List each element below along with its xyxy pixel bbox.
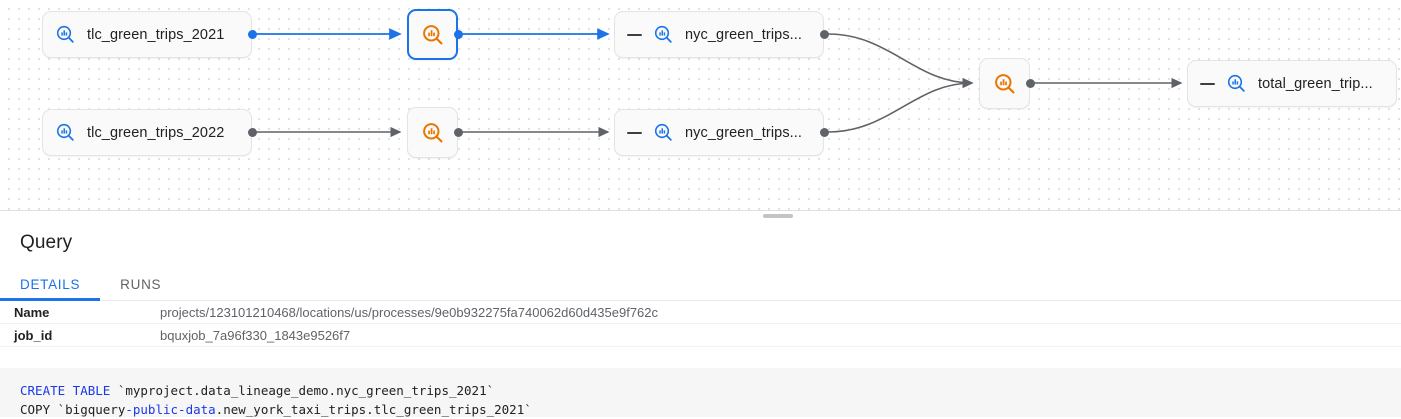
data-search-icon-blue [653,24,674,45]
lineage-node-label: nyc_green_trips... [685,124,803,141]
data-search-icon-orange [421,23,445,47]
table-row: job_id bquxjob_7a96f330_1843e9526f7 [0,324,1401,347]
node-output-port-tlc2022[interactable] [248,128,257,137]
lineage-node-tlc-green-trips-2021[interactable]: tlc_green_trips_2021 [42,11,252,58]
lineage-node-label: tlc_green_trips_2022 [87,124,225,141]
tab-details[interactable]: DETAILS [0,268,101,301]
tab-runs[interactable]: RUNS [100,268,181,300]
node-output-port-tlc2021[interactable] [248,30,257,39]
lineage-node-tlc-green-trips-2022[interactable]: tlc_green_trips_2022 [42,109,252,156]
collapse-minus-icon[interactable] [1200,82,1215,85]
sql-line-2: COPY `bigquery-public-data.new_york_taxi… [20,400,1401,419]
lineage-node-process-2[interactable] [407,107,458,158]
sql-line-1: CREATE TABLE `myproject.data_lineage_dem… [20,381,1401,400]
field-key: Name [14,304,50,320]
collapse-minus-icon[interactable] [627,131,642,134]
lineage-graph-canvas[interactable]: tlc_green_trips_2021 nyc_gr [0,0,1401,212]
node-output-port-nyc2022[interactable] [820,128,829,137]
data-search-icon-orange [993,72,1017,96]
lineage-node-total-green-trips[interactable]: total_green_trip... [1187,60,1397,107]
lineage-node-process-3[interactable] [979,58,1030,109]
table-row: Name projects/123101210468/locations/us/… [0,301,1401,324]
data-search-icon-blue [55,24,76,45]
lineage-node-process-selected[interactable] [407,9,458,60]
data-search-icon-blue [55,122,76,143]
lineage-node-label: nyc_green_trips... [685,26,803,43]
node-output-port-proc1[interactable] [454,30,463,39]
sql-text: `myproject.data_lineage_demo.nyc_green_t… [110,383,495,398]
collapse-minus-icon[interactable] [627,33,642,36]
sql-keyword: CREATE TABLE [20,383,111,398]
tab-bar: DETAILS RUNS [0,268,1401,301]
sql-keyword: -public-data [125,402,216,417]
sql-text: COPY `bigquery [20,402,126,417]
node-output-port-proc2[interactable] [454,128,463,137]
data-search-icon-orange [421,121,445,145]
lineage-node-label: tlc_green_trips_2021 [87,26,225,43]
tab-details-label: DETAILS [20,276,81,292]
node-output-port-nyc2021[interactable] [820,30,829,39]
field-value: bquxjob_7a96f330_1843e9526f7 [160,327,351,343]
field-key: job_id [14,327,53,343]
sql-code-block[interactable]: CREATE TABLE `myproject.data_lineage_dem… [0,368,1401,417]
node-output-port-proc3[interactable] [1026,79,1035,88]
edge-nyc2021-proc3 [827,33,974,89]
data-search-icon-blue [1226,73,1247,94]
lineage-node-nyc-green-trips-2021[interactable]: nyc_green_trips... [614,11,824,58]
tab-runs-label: RUNS [120,276,162,292]
field-table: Name projects/123101210468/locations/us/… [0,301,1401,347]
splitter-drag-handle[interactable] [763,214,793,218]
details-panel: Query DETAILS RUNS Name projects/1231012… [0,220,1401,417]
lineage-node-nyc-green-trips-2022[interactable]: nyc_green_trips... [614,109,824,156]
data-search-icon-blue [653,122,674,143]
sql-text: .new_york_taxi_trips.tlc_green_trips_202… [215,402,532,417]
edge-nyc2022-proc3 [827,77,974,133]
panel-splitter[interactable] [0,210,1401,220]
lineage-node-label: total_green_trip... [1258,75,1373,92]
field-value: projects/123101210468/locations/us/proce… [160,304,659,320]
page-title: Query [20,232,73,253]
